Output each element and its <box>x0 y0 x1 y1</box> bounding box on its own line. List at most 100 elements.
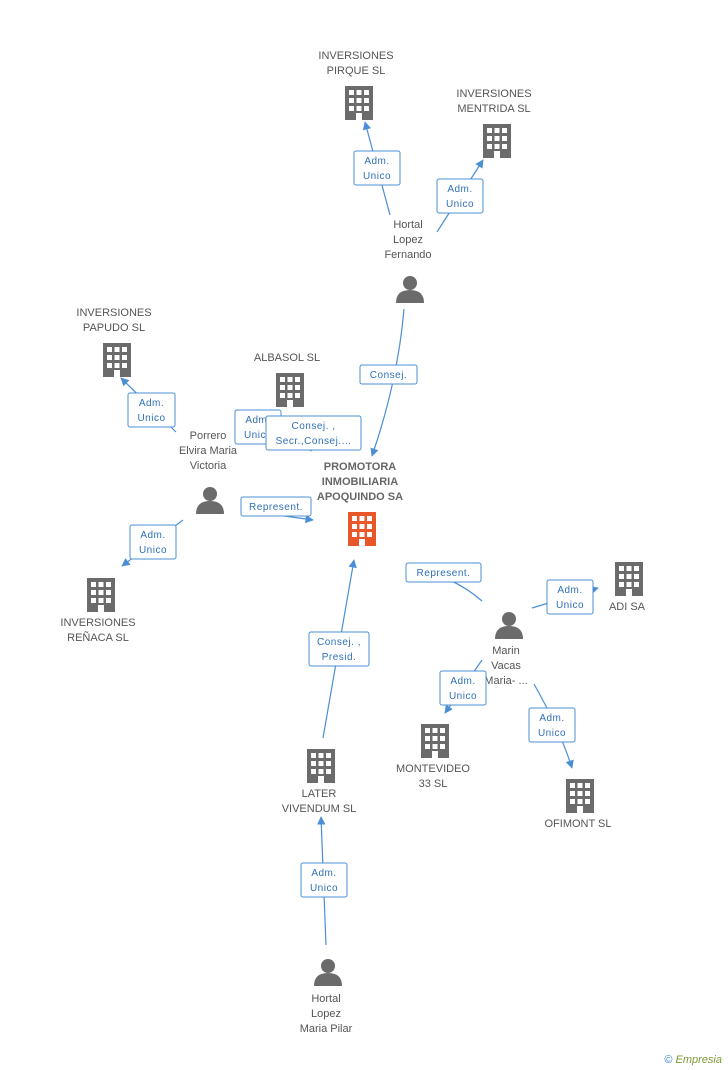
relation-label[interactable]: Represent. <box>405 562 482 583</box>
relation-label[interactable]: Adm. Unico <box>528 707 576 743</box>
relation-box <box>308 631 370 667</box>
building-icon <box>345 86 373 120</box>
relation-text: Unico <box>556 600 584 611</box>
node-label: Lopez <box>393 234 423 246</box>
relation-label[interactable]: Adm. Unico <box>353 150 401 186</box>
node-label: Elvira Maria <box>179 445 238 457</box>
node-label: ADI SA <box>609 601 646 613</box>
building-icon <box>615 562 643 596</box>
node-adi[interactable]: ADI SA <box>609 562 646 613</box>
node-label: Fernando <box>384 249 431 261</box>
relation-text: Unico <box>446 199 474 210</box>
relation-text: Unico <box>244 430 272 441</box>
relation-text: Adm. <box>450 676 475 687</box>
node-papudo[interactable]: INVERSIONES PAPUDO SL <box>76 307 152 377</box>
node-label: PROMOTORA <box>324 461 397 473</box>
node-label: REÑACA SL <box>67 631 129 644</box>
building-icon <box>566 779 594 813</box>
relation-text: Adm. <box>245 415 270 426</box>
relation-text: Adm. <box>140 530 165 541</box>
relation-label[interactable]: Adm. Unico <box>439 670 487 706</box>
relation-box <box>436 178 484 214</box>
relation-label[interactable]: Adm.Unico <box>436 178 484 214</box>
relation-text: Represent. <box>417 568 471 579</box>
node-label: Victoria <box>190 460 227 472</box>
relation-box <box>240 496 312 517</box>
building-icon <box>103 343 131 377</box>
relation-box <box>127 392 176 428</box>
node-label: Maria Pilar <box>300 1023 353 1035</box>
building-icon <box>87 578 115 612</box>
node-label: Porrero <box>190 430 227 442</box>
relation-box <box>405 562 482 583</box>
relation-box <box>359 364 418 385</box>
person-icon <box>196 487 224 514</box>
node-renaca[interactable]: INVERSIONES REÑACA SL <box>60 578 136 644</box>
node-label: INVERSIONES <box>456 88 531 100</box>
relation-text: Unico <box>538 728 566 739</box>
node-label: INMOBILIARIA <box>322 476 398 488</box>
relation-label[interactable]: Adm. Unico <box>546 579 594 615</box>
brand-watermark: ©Empresia <box>664 1054 722 1066</box>
node-marin[interactable]: MarinVacasMaria- ... <box>484 612 528 687</box>
node-label: APOQUINDO SA <box>317 491 403 503</box>
node-label: INVERSIONES <box>60 617 135 629</box>
relation-text: Unico <box>310 883 338 894</box>
building-icon <box>348 512 376 546</box>
brand-name: Empresia <box>675 1054 722 1066</box>
copyright-icon: © <box>664 1054 673 1066</box>
relation-text: Unico <box>449 691 477 702</box>
relation-label[interactable]: Consej. <box>359 364 418 385</box>
relation-box <box>353 150 401 186</box>
relation-text: Consej. , <box>292 421 336 432</box>
node-albasol[interactable]: ALBASOL SL <box>254 352 320 407</box>
relation-text: Represent. <box>249 502 303 513</box>
relation-text: Unico <box>363 171 391 182</box>
node-label: Vacas <box>491 660 521 672</box>
relation-box <box>300 862 348 898</box>
relation-label[interactable]: Consej. , Secr.,Consej.... <box>265 415 362 451</box>
relation-text: Adm. <box>364 156 389 167</box>
relation-text: Consej. <box>370 370 407 381</box>
node-promotora[interactable]: PROMOTORA INMOBILIARIA APOQUINDO SA <box>317 461 403 546</box>
node-label: Hortal <box>393 219 422 231</box>
relation-text: Adm. <box>557 585 582 596</box>
node-label: Maria- ... <box>484 675 527 687</box>
node-label: Marin <box>492 645 520 657</box>
node-mentrida[interactable]: INVERSIONES MENTRIDA SL <box>456 88 532 158</box>
building-icon <box>483 124 511 158</box>
relation-text: Presid. <box>322 652 357 663</box>
relation-label[interactable]: Adm. Unico <box>300 862 348 898</box>
node-label: MONTEVIDEO <box>396 763 470 775</box>
node-label: MENTRIDA SL <box>457 103 530 115</box>
relation-label[interactable]: Represent. <box>240 496 312 517</box>
relation-label[interactable]: Consej. ,Presid. <box>308 631 370 667</box>
node-label: Hortal <box>311 993 340 1005</box>
relation-box <box>528 707 576 743</box>
relation-text: Unico <box>139 545 167 556</box>
person-icon <box>495 612 523 639</box>
person-icon <box>314 959 342 986</box>
node-label: PAPUDO SL <box>83 322 145 334</box>
node-label: INVERSIONES <box>76 307 151 319</box>
relation-text: Adm. <box>311 868 336 879</box>
relation-label[interactable]: Adm. Unico <box>127 392 176 428</box>
building-icon <box>307 749 335 783</box>
relation-text: Adm. <box>539 713 564 724</box>
relation-box <box>129 524 177 560</box>
building-icon <box>421 724 449 758</box>
relation-label[interactable]: Adm. Unico <box>129 524 177 560</box>
relation-text: Adm. <box>139 398 164 409</box>
relation-text: Unico <box>137 413 165 424</box>
building-icon <box>276 373 304 407</box>
node-ofimont[interactable]: OFIMONT SL <box>544 779 612 830</box>
node-label: ALBASOL SL <box>254 352 320 364</box>
relation-text: Secr.,Consej.... <box>276 436 352 447</box>
